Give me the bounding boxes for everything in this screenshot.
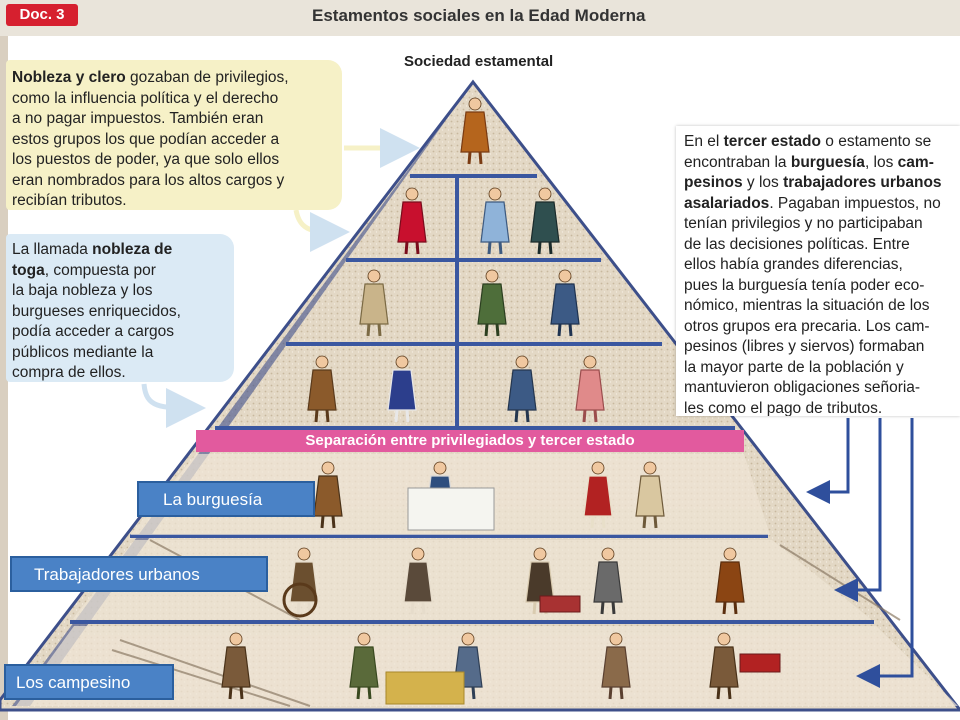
yellow-line-3: a no pagar impuestos. También eran (12, 110, 264, 127)
doc-badge: Doc. 3 (6, 4, 78, 26)
person-figure (593, 547, 623, 615)
person-figure (715, 547, 745, 615)
white-line-4b: . Pagaban impuestos, no (769, 194, 941, 212)
white-line-7: ellos había grandes diferencias, (684, 256, 903, 273)
yellow-line-6: eran nombrados para los altos cargos y (12, 171, 285, 189)
nobility-clergy-textbox: Nobleza y clero gozaban de privilegios, … (6, 60, 342, 210)
yellow-line-1: gozaban de privilegios, (125, 69, 289, 86)
person-figure (460, 97, 490, 165)
label-trabajadores-urbanos: Trabajadores urbanos (10, 556, 268, 592)
white-line-1c: o estamento se (821, 133, 932, 150)
arrow-to-trabajadores (834, 418, 882, 602)
yellow-line-4: estos grupos los que podían acceder a (12, 130, 280, 148)
person-figure (477, 269, 507, 337)
third-estate-textbox: En el tercer estado o estamento se encon… (676, 126, 960, 416)
person-figure (387, 355, 417, 423)
arrow-to-campesinos (856, 418, 914, 688)
white-line-3b: y los (742, 174, 784, 191)
person-figure (550, 269, 580, 337)
blue-line-2a: toga (12, 261, 45, 279)
person-figure (480, 187, 510, 255)
white-line-2a: encontraban la (684, 153, 791, 171)
person-figure (530, 187, 560, 255)
person-figure (307, 355, 337, 423)
header-bar (0, 0, 960, 36)
privileged-separator-band: Separación entre privilegiados y tercer … (196, 430, 744, 452)
table-prop (407, 487, 495, 531)
white-line-1b: tercer estado (723, 133, 821, 150)
person-figure (583, 461, 613, 529)
blue-line-1a: La llamada (12, 241, 93, 258)
yellow-line-2: como la influencia política y el derecho (12, 89, 279, 107)
person-figure (403, 547, 433, 615)
blue-line-2b: , compuesta por (44, 261, 156, 279)
blue-line-6: públicos mediante la (12, 343, 154, 361)
blue-line-7: compra de ellos. (12, 364, 126, 381)
person-figure (709, 632, 739, 700)
baskets-prop (739, 653, 781, 673)
white-line-4a: asalariados (684, 194, 770, 212)
white-line-2b: burguesía (790, 153, 865, 171)
white-line-11: pesinos (libres y siervos) formaban (684, 338, 925, 355)
person-figure (289, 547, 319, 615)
white-line-13: mantuvieron obligaciones señoria- (684, 379, 921, 396)
white-line-8: pues la burguesía tenía poder eco- (684, 276, 925, 294)
person-figure (313, 461, 343, 529)
left-margin-strip (0, 36, 8, 720)
label-burguesia: La burguesía (137, 481, 315, 517)
robe-nobility-textbox: La llamada nobleza de toga, compuesta po… (6, 234, 234, 382)
diagram-title: Estamentos sociales en la Edad Moderna (312, 6, 646, 25)
person-figure (221, 632, 251, 700)
blue-line-1b: nobleza de (92, 241, 173, 258)
person-figure (635, 461, 665, 529)
yellow-lead-bold: Nobleza y clero (12, 69, 126, 86)
hay-prop (385, 671, 465, 705)
white-line-5: tenían privilegios y no participaban (684, 215, 923, 232)
blue-line-5: podía acceder a cargos (12, 323, 174, 340)
person-figure (359, 269, 389, 337)
white-line-3c: trabajadores urbanos (783, 174, 942, 191)
cart-prop (539, 595, 581, 613)
yellow-line-5: los puestos de poder, ya que solo ellos (12, 151, 280, 168)
white-line-10: otros grupos era precaria. Los cam- (684, 317, 930, 335)
people-figures (221, 97, 781, 705)
person-figure (397, 187, 427, 255)
white-line-6: de las decisiones políticas. Entre (684, 235, 910, 253)
white-line-9: nómico, mientras la situación de los (684, 297, 930, 314)
yellow-line-7: recibían tributos. (12, 192, 127, 209)
pyramid-title: Sociedad estamental (404, 53, 554, 70)
tier-lines (70, 174, 874, 624)
spinning-wheel-prop (282, 582, 318, 618)
person-figure (507, 355, 537, 423)
arrow-yellow-2 (293, 209, 350, 252)
white-line-1a: En el (684, 133, 724, 150)
person-figure (349, 632, 379, 700)
person-figure (575, 355, 605, 423)
white-line-14: les como el pago de tributos. (684, 399, 883, 417)
blue-line-4: burgueses enriquecidos, (12, 302, 181, 320)
blue-line-3: la baja nobleza y los (12, 282, 153, 299)
person-figure (601, 632, 631, 700)
arrow-to-burguesia (806, 418, 850, 504)
label-campesinos: Los campesino (4, 664, 174, 700)
arrow-blue (141, 383, 206, 428)
white-line-3a: pesinos (684, 174, 743, 191)
white-line-2d: cam- (897, 153, 934, 171)
white-line-2c: , los (864, 153, 898, 171)
white-line-12: la mayor parte de la población y (684, 358, 904, 376)
